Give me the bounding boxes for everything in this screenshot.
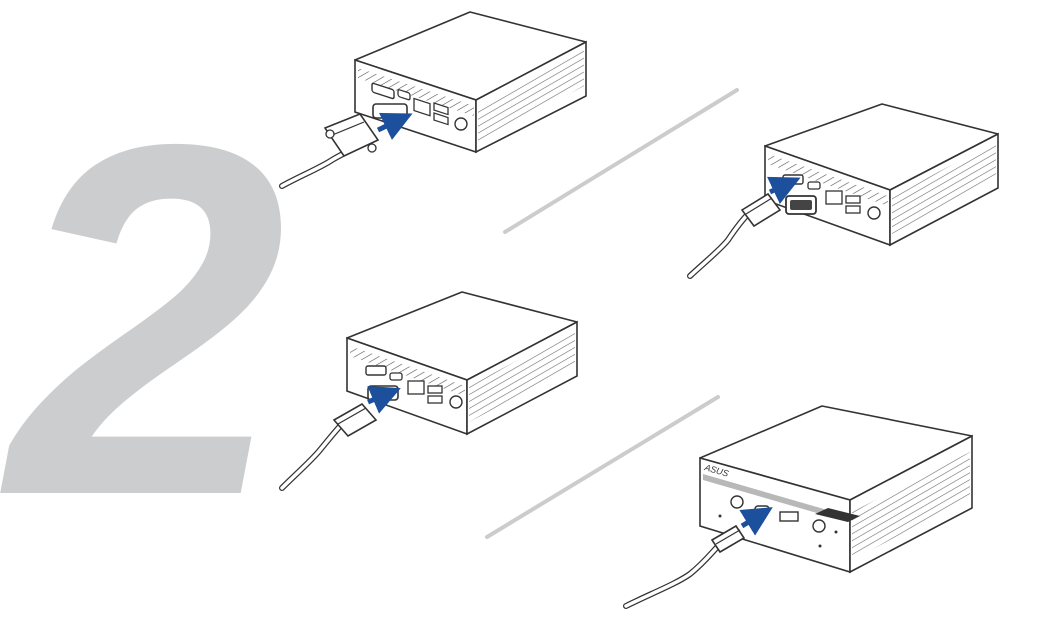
hdmi-cable-icon <box>279 291 578 491</box>
divider-line-bottom <box>485 395 720 539</box>
dvi-cable-icon <box>279 11 587 189</box>
step-number: 2 <box>8 40 286 599</box>
divider-line-top <box>503 88 739 234</box>
vga-cable-icon <box>687 103 999 279</box>
usb-c-cable-icon: ASUS <box>623 405 973 609</box>
